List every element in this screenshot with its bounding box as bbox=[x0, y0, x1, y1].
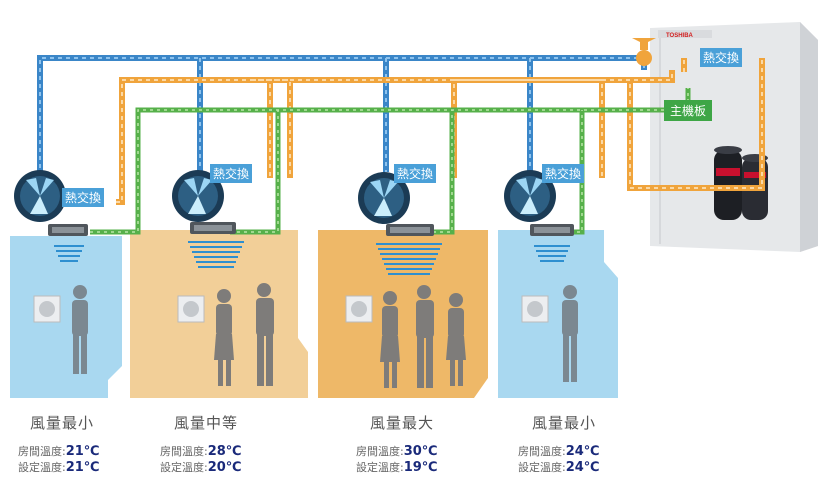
person-icon bbox=[72, 285, 88, 374]
person-icon bbox=[256, 283, 274, 386]
indoor-unit-4 bbox=[504, 170, 574, 262]
person-silhouettes bbox=[72, 283, 578, 388]
outdoor-heat-exchange-tag: 熱交換 bbox=[700, 48, 743, 67]
set-temp-label: 設定溫度 bbox=[160, 461, 204, 474]
room-temp-label: 房間溫度 bbox=[18, 445, 62, 458]
fan-mode-label-room-4: 風量最小 bbox=[532, 414, 597, 432]
thermostat-icon bbox=[33, 295, 61, 323]
orange-refrigerant-line bbox=[116, 58, 765, 205]
room-temp-value: 28℃ bbox=[207, 444, 242, 459]
brand-logo-text: TOSHIBA bbox=[666, 33, 694, 39]
indoor-unit-2 bbox=[172, 170, 244, 268]
heat-exchange-tag: 熱交換 bbox=[62, 188, 105, 207]
room-4 bbox=[498, 230, 618, 398]
green-control-line bbox=[90, 88, 691, 235]
fan-mode-label-room-3: 風量最大 bbox=[370, 414, 435, 432]
room-temp-label: 房間溫度 bbox=[518, 445, 562, 458]
room-3 bbox=[318, 230, 488, 398]
set-temp-value: 19℃ bbox=[403, 460, 438, 475]
fan-mode-label-room-1: 風量最小 bbox=[30, 414, 95, 432]
valve-icon bbox=[632, 38, 656, 66]
thermostat-icon bbox=[177, 295, 205, 323]
indoor-unit-1 bbox=[14, 170, 88, 262]
indoor-unit-3 bbox=[358, 172, 442, 275]
room-temp-label: 房間溫度 bbox=[160, 445, 204, 458]
person-icon bbox=[416, 285, 434, 388]
person-icon bbox=[214, 289, 234, 386]
person-icon bbox=[380, 291, 400, 388]
main-board-tag: 主機板 bbox=[664, 100, 713, 121]
temps-room-4: 房間溫度:24℃ 設定溫度:24℃ bbox=[518, 444, 600, 475]
set-temp-label: 設定溫度 bbox=[18, 461, 62, 474]
temps-room-2: 房間溫度:28℃ 設定溫度:20℃ bbox=[160, 444, 242, 475]
room-temp-value: 24℃ bbox=[565, 444, 600, 459]
thermostat-icon bbox=[521, 295, 549, 323]
room-temp-value: 30℃ bbox=[403, 444, 438, 459]
set-temp-label: 設定溫度 bbox=[518, 461, 562, 474]
heat-exchange-tag: 熱交換 bbox=[210, 164, 253, 183]
person-icon bbox=[562, 285, 578, 382]
room-temp-value: 21℃ bbox=[65, 444, 100, 459]
person-icon bbox=[446, 293, 466, 386]
set-temp-label: 設定溫度 bbox=[356, 461, 400, 474]
heat-exchange-tag: 熱交換 bbox=[394, 164, 437, 183]
set-temp-value: 20℃ bbox=[207, 460, 242, 475]
thermostat-icon bbox=[345, 295, 373, 323]
fan-mode-label-room-2: 風量中等 bbox=[174, 414, 239, 432]
set-temp-value: 21℃ bbox=[65, 460, 100, 475]
set-temp-value: 24℃ bbox=[565, 460, 600, 475]
heat-exchange-tag: 熱交換 bbox=[542, 164, 585, 183]
temps-room-3: 房間溫度:30℃ 設定溫度:19℃ bbox=[356, 444, 438, 475]
room-temp-label: 房間溫度 bbox=[356, 445, 400, 458]
temps-room-1: 房間溫度:21℃ 設定溫度:21℃ bbox=[18, 444, 100, 475]
room-1 bbox=[10, 236, 122, 398]
blue-refrigerant-line bbox=[37, 55, 647, 176]
